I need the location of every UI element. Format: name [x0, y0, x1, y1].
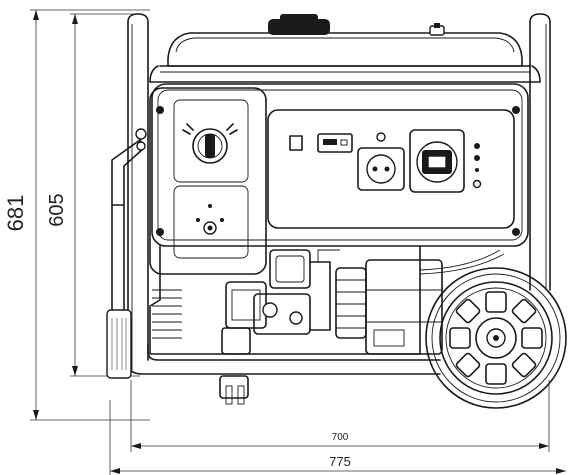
front-support-foot [219, 375, 249, 405]
transport-wheel [425, 267, 567, 409]
dimension-overall-height: 681 [3, 9, 150, 421]
schuko-outlet-icon [357, 147, 405, 191]
left-support-foot [106, 309, 132, 379]
circuit-breaker [289, 135, 303, 151]
fuel-gauge [429, 23, 445, 36]
fuel-cap [268, 14, 330, 35]
industrial-outlet-icon [409, 129, 465, 193]
electrical-panel [267, 109, 515, 229]
indicator-light [376, 132, 386, 142]
dimension-overall-width: 775 [109, 400, 566, 475]
engine-control-panel [149, 87, 267, 275]
dc-terminals [472, 143, 482, 189]
fuel-tank [149, 32, 541, 83]
control-housing [151, 83, 529, 247]
hour-meter-icon [317, 133, 353, 153]
engine-switch-knob-icon [182, 123, 238, 164]
folding-handle [111, 128, 147, 331]
engine-block [149, 245, 505, 355]
overall-width-label: 775 [329, 454, 351, 469]
overall-height-label: 681 [3, 195, 28, 232]
frame-height-label: 605 [46, 193, 68, 226]
dimension-frame-width: 700 [130, 380, 550, 452]
choke-lever-icon [196, 204, 224, 235]
dimension-frame-height: 605 [46, 13, 140, 377]
frame-width-label: 700 [332, 432, 349, 443]
